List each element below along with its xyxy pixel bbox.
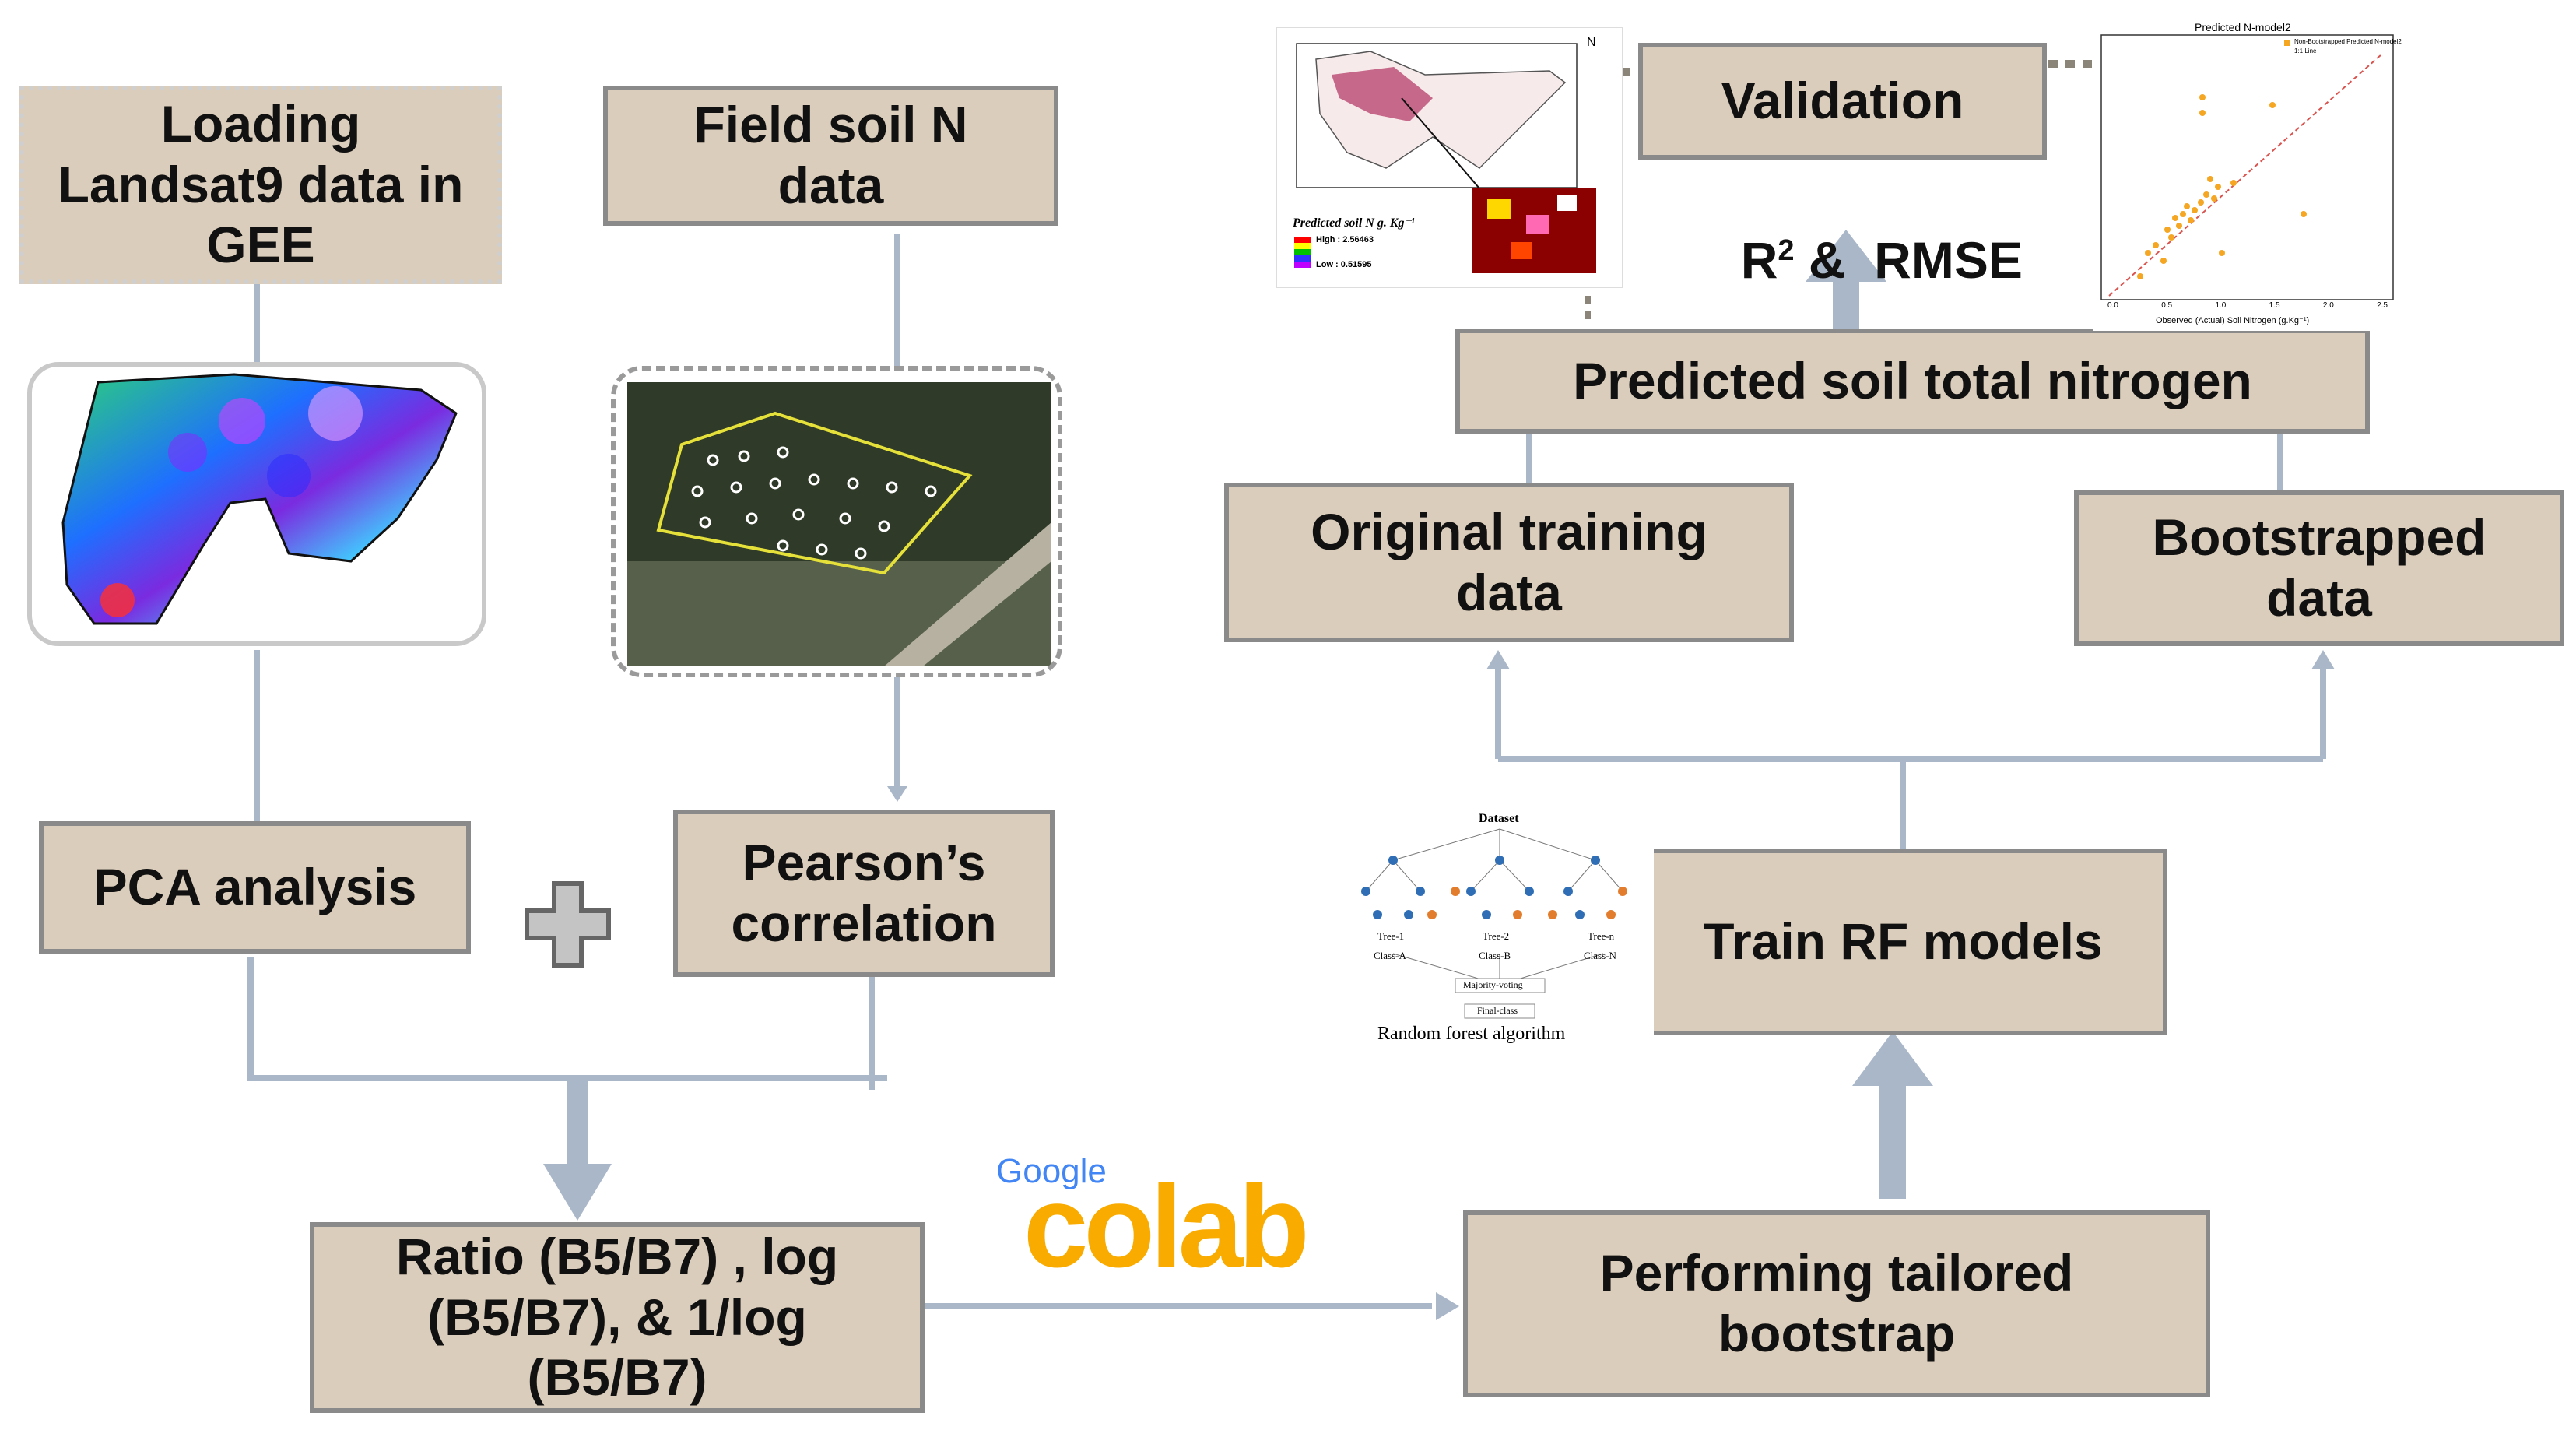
predicted-nitrogen-label: Predicted soil total nitrogen (1573, 351, 2252, 409)
scatter-legend-points: Non-Bootstrapped Predicted N-model2 (2294, 38, 2402, 45)
rf-tree-label: Tree-2 (1483, 930, 1510, 942)
original-training-box: Original training data (1224, 483, 1794, 642)
connector-split (1495, 669, 2326, 849)
map-north-label: N (1587, 36, 1596, 49)
original-training-label: Original training data (1311, 502, 1707, 621)
rf-tree-label: Tree-1 (1377, 930, 1405, 942)
field-soil-label: Field soil N data (693, 96, 968, 214)
rf-caption: Random forest algorithm (1377, 1024, 1566, 1044)
pearson-correlation-box: Pearson’s correlation (673, 810, 1055, 977)
rf-class-label: Class-N (1584, 950, 1616, 961)
rf-class-label: Class-A (1374, 950, 1406, 961)
scatter-legend-line: 1:1 Line (2294, 47, 2317, 54)
scatter-xlabel: Observed (Actual) Soil Nitrogen (g.Kg⁻¹) (2156, 316, 2310, 325)
loading-landsat-label: Loading Landsat9 data in GEE (58, 94, 464, 274)
ratio-label: Ratio (B5/B7) , log (B5/B7), & 1/log (B5… (395, 1227, 839, 1407)
scatter-title: Predicted N-model2 (2195, 21, 2291, 33)
bootstrapped-data-box: Bootstrapped data (2074, 490, 2564, 646)
field-sample-photo-panel (611, 366, 1062, 677)
metric-rest: & RMSE (1794, 231, 2023, 289)
arrow-up-icon (2311, 650, 2335, 669)
plus-icon (525, 881, 611, 968)
map-legend-title: Predicted soil N g. Kg⁻¹ (1293, 216, 1415, 230)
tailored-bootstrap-label: Performing tailored bootstrap (1599, 1244, 2074, 1362)
scatter-validation-figure: Predicted N-model2 Non-Bootstrapped Pred… (2093, 19, 2405, 331)
xtick: 0.5 (2161, 301, 2173, 310)
colab-wordmark: colab (1023, 1161, 1310, 1291)
rf-final-label: Final-class (1477, 1005, 1518, 1016)
arrow-up-icon (1833, 276, 1859, 331)
ratio-box: Ratio (B5/B7) , log (B5/B7), & 1/log (B5… (310, 1222, 925, 1413)
train-rf-box: Train RF models (1638, 849, 2167, 1035)
scatter-plot (2100, 34, 2394, 300)
map-legend-low: Low : 0.51595 (1316, 260, 1372, 269)
tailored-bootstrap-box: Performing tailored bootstrap (1463, 1210, 2210, 1397)
rf-dataset-label: Dataset (1479, 812, 1519, 825)
metric-r: R (1740, 231, 1778, 289)
rf-trees-diagram (1361, 828, 1627, 1019)
predicted-map-figure: N Predicted soil N g. Kg⁻¹ High : 2.5646… (1276, 27, 1623, 288)
arrow-right-icon (1436, 1292, 1459, 1320)
landsat-map-image (61, 373, 458, 625)
google-wordmark: Google (996, 1152, 1107, 1190)
predicted-nitrogen-box: Predicted soil total nitrogen (1455, 329, 2370, 434)
rf-tree-label: Tree-n (1588, 930, 1615, 942)
field-satellite-image (627, 382, 1051, 666)
arrow-down-icon (887, 786, 907, 802)
pearson-correlation-label: Pearson’s correlation (731, 833, 997, 952)
field-soil-box: Field soil N data (603, 86, 1058, 226)
xtick: 2.5 (2377, 301, 2388, 310)
train-rf-label: Train RF models (1703, 912, 2103, 971)
metrics-label: R2 & RMSE (1712, 171, 2023, 290)
xtick: 2.0 (2322, 301, 2334, 310)
loading-landsat-box: Loading Landsat9 data in GEE (19, 86, 502, 284)
map-legend-high: High : 2.56463 (1316, 235, 1374, 244)
xtick: 1.0 (2215, 301, 2227, 310)
scatter-xticks: 0.0 0.5 1.0 1.5 2.0 2.5 (2107, 301, 2388, 310)
rf-class-label: Class-B (1479, 950, 1511, 961)
google-colab-logo: Google colab (996, 1152, 1401, 1284)
xtick: 0.0 (2107, 301, 2118, 310)
rf-vote-label: Majority-voting (1463, 979, 1523, 990)
arrow-up-icon (1879, 1082, 1906, 1199)
validation-box: Validation (1638, 43, 2047, 160)
bootstrapped-data-label: Bootstrapped data (2152, 508, 2487, 627)
validation-label: Validation (1721, 72, 1964, 130)
arrow-down-icon (567, 1078, 588, 1168)
pca-analysis-label: PCA analysis (93, 858, 417, 916)
xtick: 1.5 (2269, 301, 2280, 310)
connector-merge (247, 957, 887, 1090)
random-forest-figure: Dataset Tree-1 Tree-2 Tree-n Class-A Cla… (1346, 806, 1654, 1047)
landsat-map-panel (27, 362, 486, 646)
metric-superscript: 2 (1778, 234, 1795, 267)
arrow-up-icon (1486, 650, 1510, 669)
pca-analysis-box: PCA analysis (39, 821, 471, 954)
